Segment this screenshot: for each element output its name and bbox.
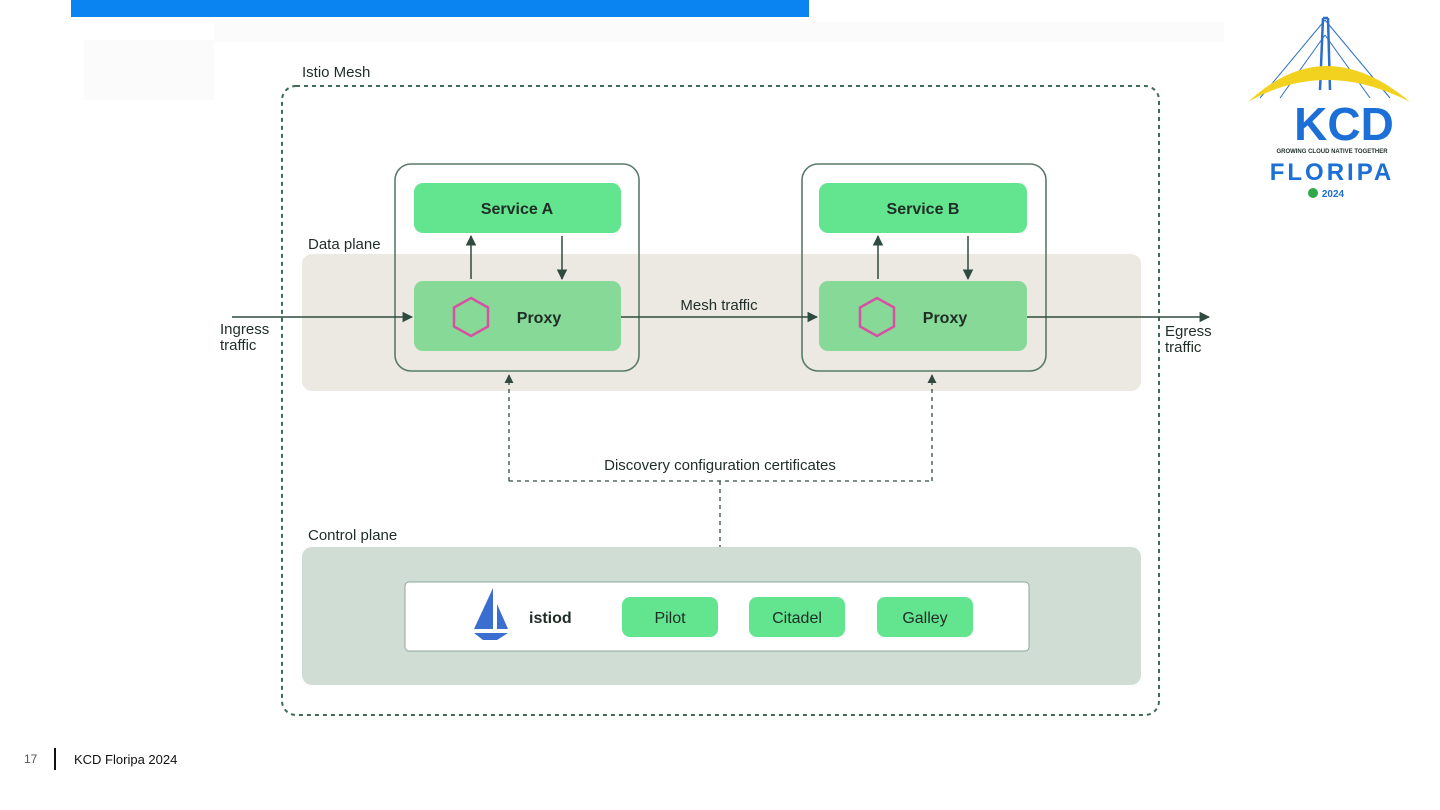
mesh-traffic-label: Mesh traffic bbox=[680, 297, 758, 314]
mesh-label: Istio Mesh bbox=[302, 64, 370, 81]
service-b-box bbox=[819, 183, 1027, 233]
footer-title: KCD Floripa 2024 bbox=[74, 751, 178, 767]
ingress-label-line2: traffic bbox=[220, 337, 257, 354]
footer: 17 KCD Floripa 2024 bbox=[24, 748, 177, 770]
pod-b-outline bbox=[801, 163, 1047, 372]
proxy-a-label: Proxy bbox=[517, 310, 562, 327]
accent-bar bbox=[71, 0, 809, 17]
galley-label: Galley bbox=[902, 610, 947, 627]
logo-tagline: GROWING CLOUD NATIVE TOGETHER bbox=[1276, 149, 1388, 155]
ingress-label-line1: Ingress bbox=[220, 321, 269, 338]
control-plane-label: Control plane bbox=[308, 527, 397, 544]
hexagon-icon bbox=[452, 296, 490, 338]
brazil-flag-icon bbox=[1308, 188, 1318, 198]
istio-sail-icon bbox=[474, 588, 508, 640]
egress-label-line1: Egress bbox=[1165, 323, 1212, 340]
mesh-boundary bbox=[281, 85, 1160, 716]
kcd-floripa-logo: KCD GROWING CLOUD NATIVE TOGETHER FLORIP… bbox=[1248, 16, 1410, 200]
service-a-box bbox=[414, 183, 621, 233]
logo-city: FLORIPA bbox=[1270, 159, 1395, 186]
background-panel bbox=[214, 22, 1224, 42]
logo-brand: KCD bbox=[1294, 98, 1394, 150]
service-a-label: Service A bbox=[481, 201, 554, 218]
pilot-badge bbox=[622, 597, 718, 637]
service-b-label: Service B bbox=[887, 201, 960, 218]
hexagon-icon bbox=[858, 296, 896, 338]
proxy-b-label: Proxy bbox=[923, 310, 968, 327]
citadel-badge bbox=[749, 597, 845, 637]
background-panel bbox=[84, 40, 214, 100]
data-plane-label: Data plane bbox=[308, 236, 381, 253]
pilot-label: Pilot bbox=[654, 610, 686, 627]
istiod-label: istiod bbox=[529, 610, 572, 627]
pod-a-outline bbox=[394, 163, 640, 372]
logo-year: 2024 bbox=[1322, 189, 1345, 200]
egress-label-line2: traffic bbox=[1165, 339, 1202, 356]
citadel-label: Citadel bbox=[772, 610, 822, 627]
galley-badge bbox=[877, 597, 973, 637]
footer-divider bbox=[54, 748, 56, 770]
discovery-label: Discovery configuration certificates bbox=[604, 457, 836, 474]
page-number: 17 bbox=[24, 752, 38, 766]
sun-arc bbox=[1248, 66, 1410, 102]
